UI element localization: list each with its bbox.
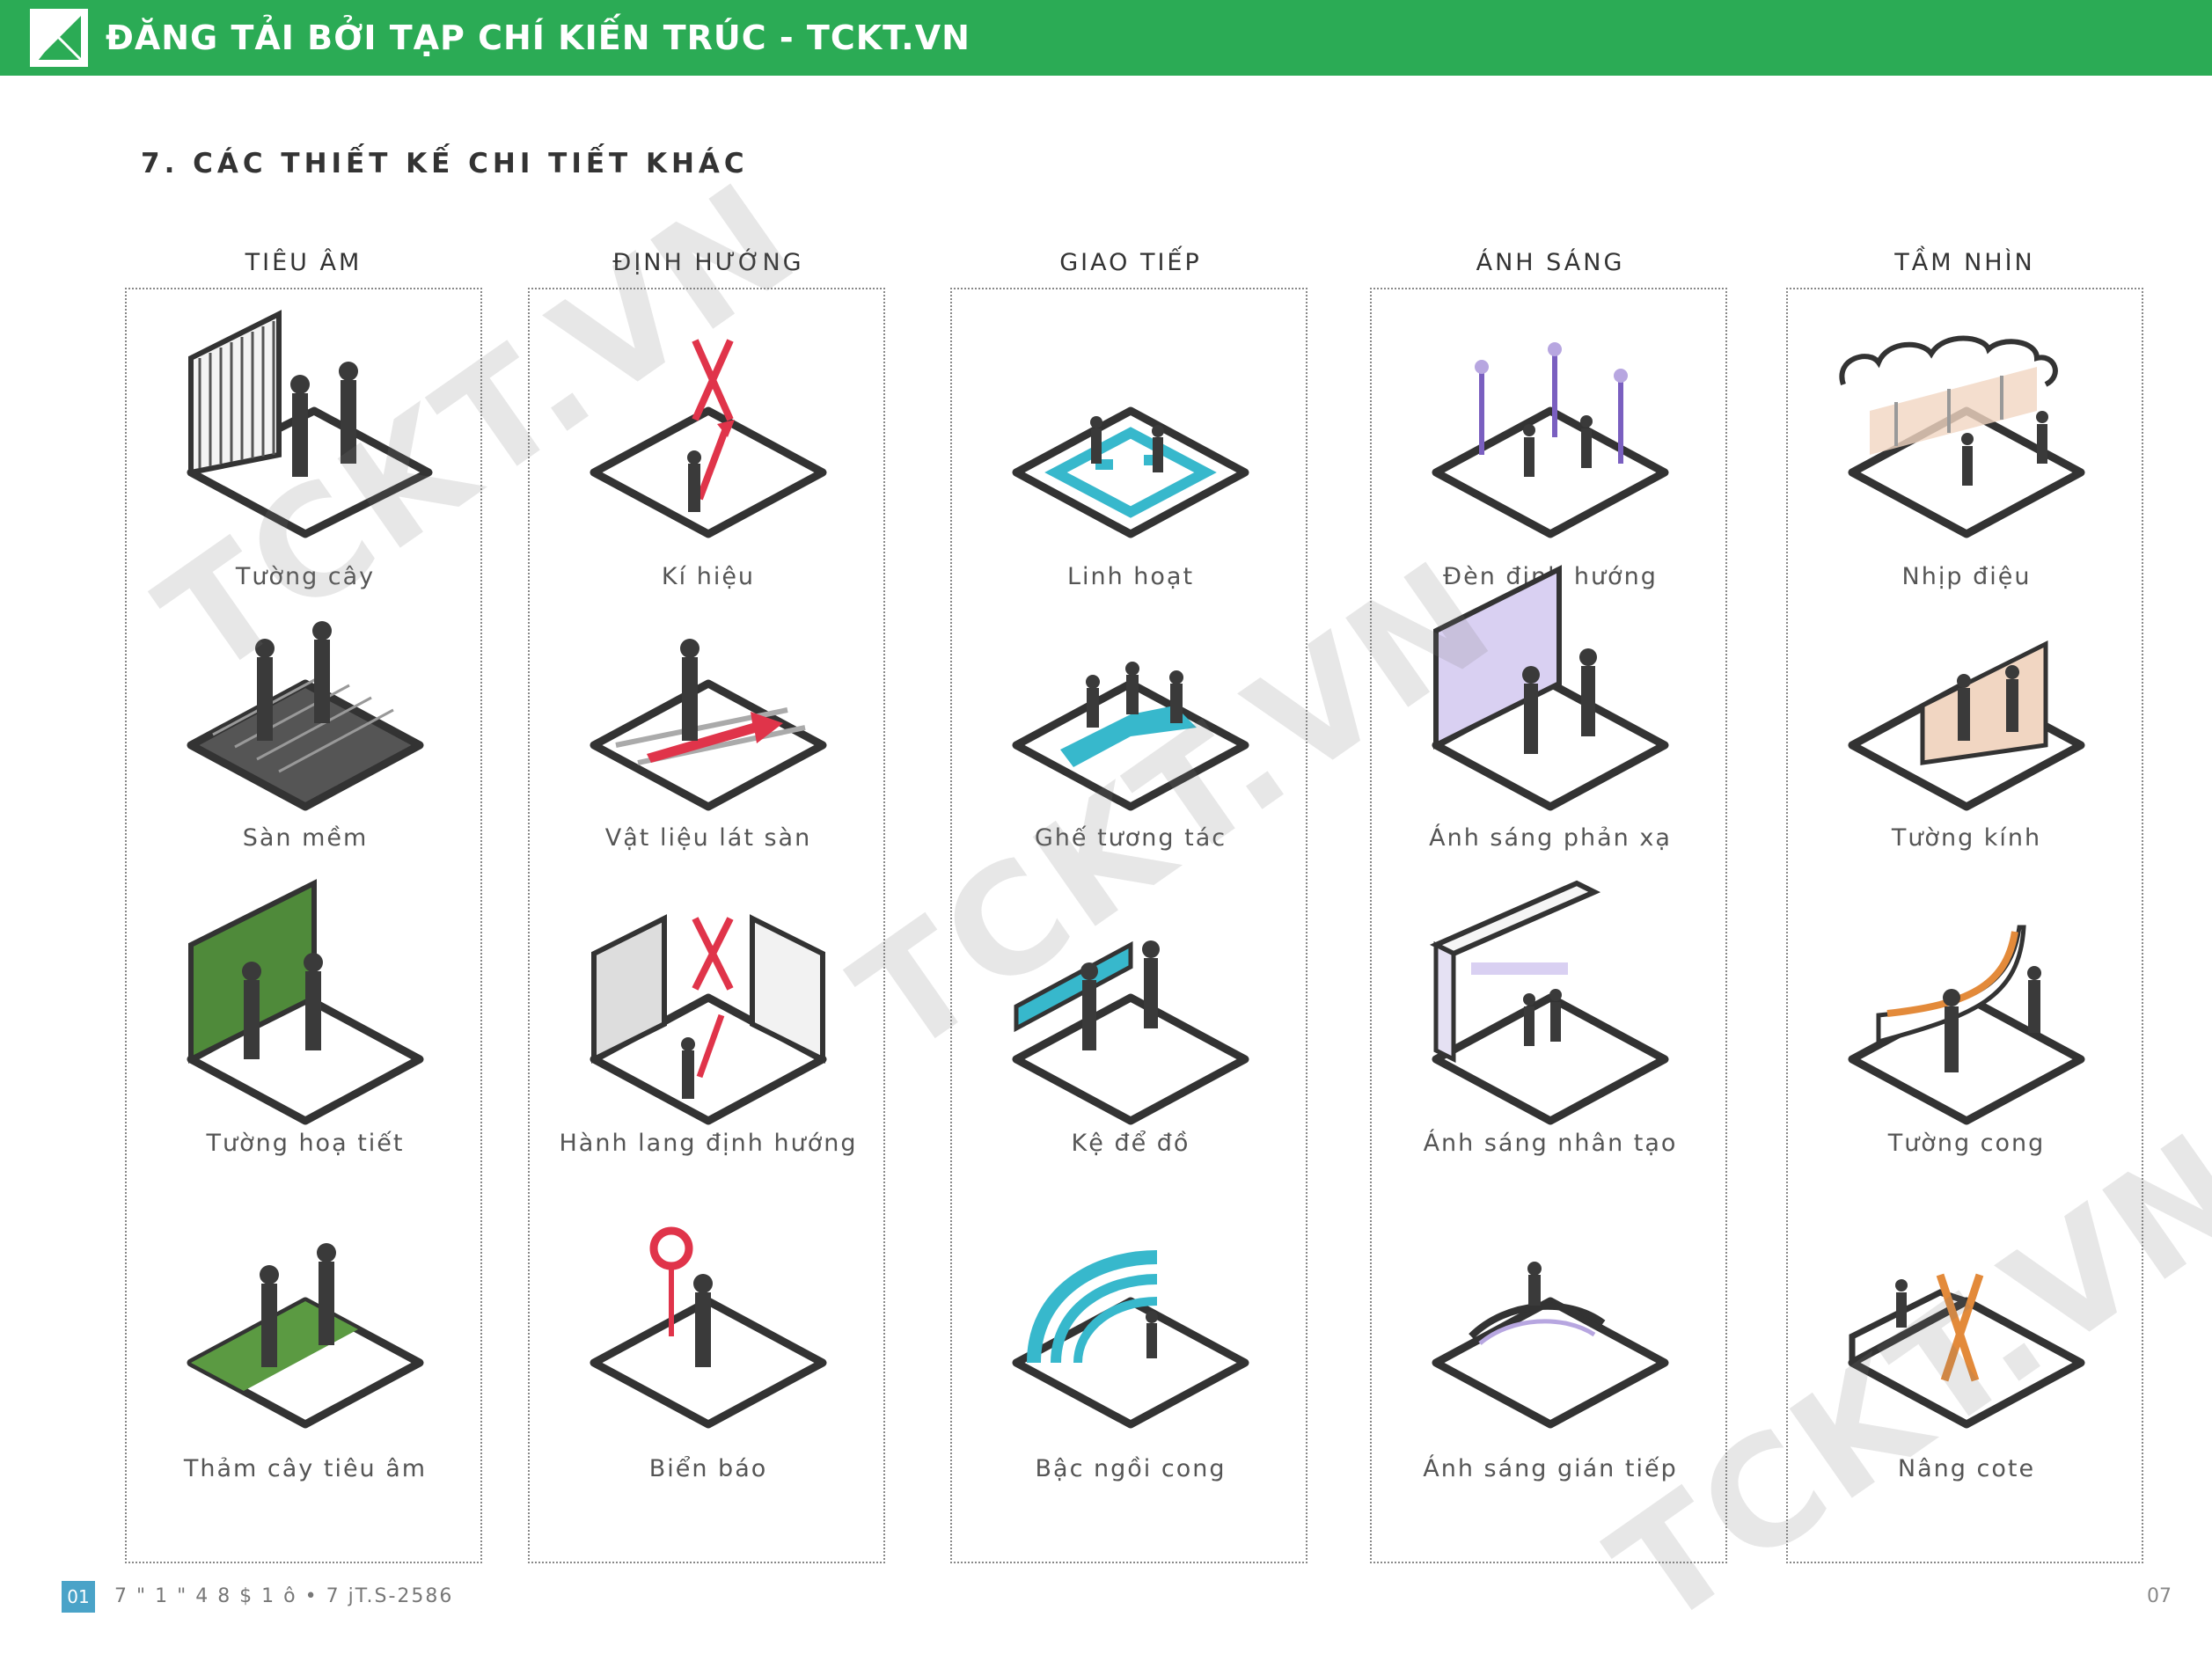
- diagram-cell: Ánh sáng gián tiếp: [1372, 1240, 1729, 1539]
- floor-material-diagram-icon: [590, 639, 827, 811]
- diagram-cell: Tường cây: [127, 310, 484, 631]
- patterned-wall-diagram-icon: [187, 879, 424, 1125]
- diagram-cell: Thảm cây tiêu âm: [127, 1240, 484, 1539]
- wayfinding-lamp-diagram-icon: [1432, 342, 1669, 538]
- diagram-cell: Biển báo: [530, 1226, 887, 1539]
- item-caption: Biển báo: [648, 1455, 768, 1482]
- item-caption: Kí hiệu: [661, 563, 756, 590]
- plant-carpet-diagram-icon: [187, 1243, 424, 1429]
- item-caption: Tường cây: [235, 563, 376, 590]
- flexible-space-diagram-icon: [1012, 406, 1249, 538]
- item-caption: Thảm cây tiêu âm: [183, 1455, 428, 1482]
- signpost-diagram-icon: [590, 1226, 827, 1429]
- column-giao-tiep: Linh hoạt Ghế tương tác Kệ để đồ Bậc ngồ…: [950, 288, 1307, 1563]
- plant-wall-diagram-icon: [187, 310, 433, 538]
- soft-floor-diagram-icon: [187, 621, 424, 811]
- column-tieu-am: Tường cây Sàn mềm Tường hoạ tiết: [125, 288, 482, 1563]
- item-caption: Ánh sáng gián tiếp: [1423, 1455, 1678, 1482]
- item-caption: Ánh sáng phản xạ: [1429, 824, 1672, 852]
- storage-shelf-diagram-icon: [1012, 940, 1249, 1125]
- curved-wall-diagram-icon: [1848, 925, 2085, 1125]
- item-caption: Sàn mềm: [242, 824, 369, 852]
- item-caption: Tường hoạ tiết: [206, 1130, 405, 1157]
- column-title-tieu-am: TIÊU ÂM: [245, 249, 363, 276]
- item-caption: Bậc ngồi cong: [1035, 1455, 1227, 1482]
- diagram-cell: Tường hoạ tiết: [127, 879, 484, 1209]
- header-banner: ĐĂNG TẢI BỞI TẠP CHÍ KIẾN TRÚC - TCKT.VN: [0, 0, 2212, 76]
- diagram-cell: Nhịp điệu: [1788, 332, 2145, 631]
- diagram-cell: Ánh sáng nhân tạo: [1372, 880, 1729, 1209]
- diagram-cell: Kệ để đồ: [952, 910, 1309, 1209]
- rhythm-canopy-diagram-icon: [1839, 335, 2085, 538]
- artificial-light-diagram-icon: [1429, 880, 1669, 1125]
- tckt-logo-icon: [30, 9, 88, 67]
- diagram-cell: Sàn mềm: [127, 604, 484, 904]
- item-caption: Ghế tương tác: [1034, 824, 1227, 852]
- section-title: 7. CÁC THIẾT KẾ CHI TIẾT KHÁC: [141, 148, 749, 179]
- diagram-cell: Kí hiệu: [530, 332, 887, 631]
- diagram-cell: Bậc ngồi cong: [952, 1240, 1309, 1539]
- item-caption: Tường cong: [1887, 1130, 2046, 1157]
- diagram-cell: Tường kính: [1788, 604, 2145, 904]
- sign-symbol-diagram-icon: [590, 339, 827, 538]
- item-caption: Hành lang định hướng: [559, 1130, 858, 1157]
- interactive-bench-diagram-icon: [1012, 662, 1249, 811]
- diagram-cell: Nâng cote: [1788, 1240, 2145, 1539]
- banner-title: ĐĂNG TẢI BỞI TẠP CHÍ KIẾN TRÚC - TCKT.VN: [106, 18, 970, 57]
- page-number: 07: [2147, 1585, 2172, 1607]
- column-title-giao-tiep: GIAO TIẾP: [1059, 249, 1202, 276]
- reflected-light-diagram-icon: [1432, 565, 1669, 811]
- diagram-cell: Vật liệu lát sàn: [530, 604, 887, 904]
- diagram-cell: Linh hoạt: [952, 332, 1309, 631]
- column-tam-nhin: Nhịp điệu Tường kính Tường cong Nâng cot…: [1786, 288, 2143, 1563]
- diagram-cell: Ghế tương tác: [952, 604, 1309, 904]
- item-caption: Vật liệu lát sàn: [604, 824, 812, 852]
- item-caption: Ánh sáng nhân tạo: [1423, 1130, 1678, 1157]
- curved-steps-diagram-icon: [1012, 1250, 1249, 1429]
- footer-text: 7 " 1 " 4 8 $ 1 ô • 7 jT.S-2586: [114, 1585, 454, 1607]
- column-title-dinh-huong: ĐỊNH HƯỚNG: [612, 249, 804, 276]
- column-anh-sang: Đèn định hướng Ánh sáng phản xạ Ánh sáng…: [1370, 288, 1727, 1563]
- column-title-anh-sang: ÁNH SÁNG: [1476, 249, 1625, 276]
- diagram-cell: Hành lang định hướng: [530, 910, 887, 1209]
- indirect-light-diagram-icon: [1432, 1262, 1669, 1429]
- item-caption: Linh hoạt: [1066, 563, 1195, 590]
- item-caption: Nhịp điệu: [1901, 563, 2032, 590]
- page-badge: 01: [62, 1581, 95, 1613]
- item-caption: Kệ để đồ: [1071, 1130, 1190, 1157]
- diagram-cell: Đèn định hướng: [1372, 332, 1729, 631]
- raised-level-diagram-icon: [1848, 1273, 2085, 1429]
- diagram-cell: Ánh sáng phản xạ: [1372, 565, 1729, 904]
- item-caption: Nâng cote: [1897, 1455, 2036, 1482]
- diagram-cell: Tường cong: [1788, 910, 2145, 1209]
- column-dinh-huong: Kí hiệu Vật liệu lát sàn Hành lang định …: [528, 288, 885, 1563]
- item-caption: Tường kính: [1891, 824, 2042, 852]
- glass-wall-diagram-icon: [1848, 640, 2085, 811]
- column-title-tam-nhin: TẦM NHÌN: [1894, 249, 2035, 276]
- directional-corridor-diagram-icon: [590, 914, 827, 1125]
